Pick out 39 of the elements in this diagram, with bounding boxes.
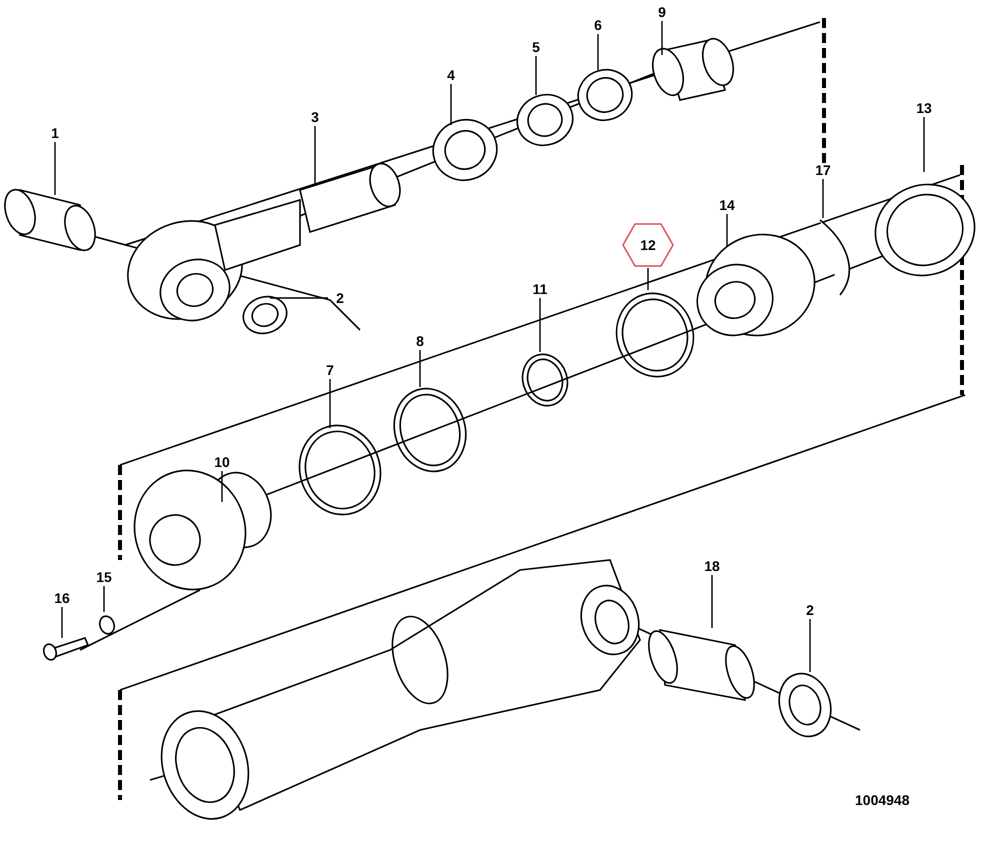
callout-number: 10: [210, 454, 234, 470]
leader-line: [726, 214, 728, 247]
leader-line: [809, 619, 811, 672]
callout-number: 17: [811, 162, 835, 178]
callout-number: 5: [524, 39, 548, 55]
leader-line: [647, 268, 649, 290]
leader-line: [450, 84, 452, 125]
callout-number: 4: [439, 67, 463, 83]
callout-number: 13: [912, 100, 936, 116]
callout-number: 6: [586, 17, 610, 33]
leader-line: [270, 297, 328, 299]
callout-number: 3: [303, 109, 327, 125]
callout-number: 8: [408, 333, 432, 349]
callout-number: 1: [43, 125, 67, 141]
leader-line: [711, 575, 713, 628]
callout-number: 9: [650, 4, 674, 20]
leader-line: [661, 21, 663, 55]
part-number: 1004948: [855, 792, 910, 808]
callout-number: 2: [798, 602, 822, 618]
leader-line: [419, 350, 421, 387]
leader-line: [221, 471, 223, 502]
callout-number: 2: [328, 290, 352, 306]
callout-number: 11: [528, 281, 552, 297]
callout-number: 12: [636, 237, 660, 253]
callout-number: 7: [318, 362, 342, 378]
leader-line: [539, 298, 541, 352]
leader-line: [329, 379, 331, 428]
leader-line: [535, 56, 537, 95]
callout-number: 16: [50, 590, 74, 606]
callout-number: 15: [92, 569, 116, 585]
leader-line: [103, 586, 105, 612]
leader-line: [822, 179, 824, 218]
leader-line: [54, 142, 56, 195]
leader-line: [61, 607, 63, 638]
leader-line: [314, 126, 316, 185]
callout-number: 18: [700, 558, 724, 574]
callout-number: 14: [715, 197, 739, 213]
leader-line: [597, 34, 599, 70]
leader-line: [923, 117, 925, 172]
